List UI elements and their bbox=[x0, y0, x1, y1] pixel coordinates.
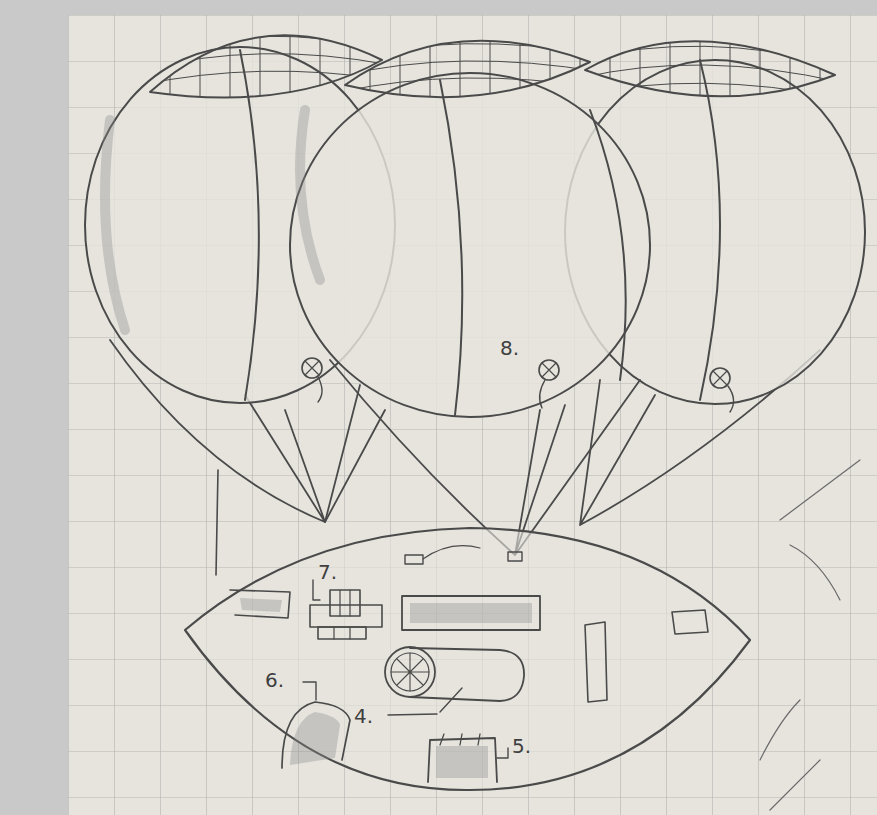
callout-number: 4. bbox=[354, 706, 373, 726]
grid bbox=[68, 15, 877, 815]
callout-number: 7. bbox=[318, 562, 337, 582]
callout-number: 6. bbox=[265, 670, 284, 690]
paper bbox=[68, 15, 877, 815]
callout-number: 5. bbox=[512, 736, 531, 756]
gondola bbox=[185, 528, 750, 790]
balloon-middle bbox=[290, 20, 650, 555]
callout-number: 8. bbox=[500, 338, 519, 358]
sketch-line bbox=[216, 470, 218, 575]
sketch-line bbox=[760, 460, 860, 810]
